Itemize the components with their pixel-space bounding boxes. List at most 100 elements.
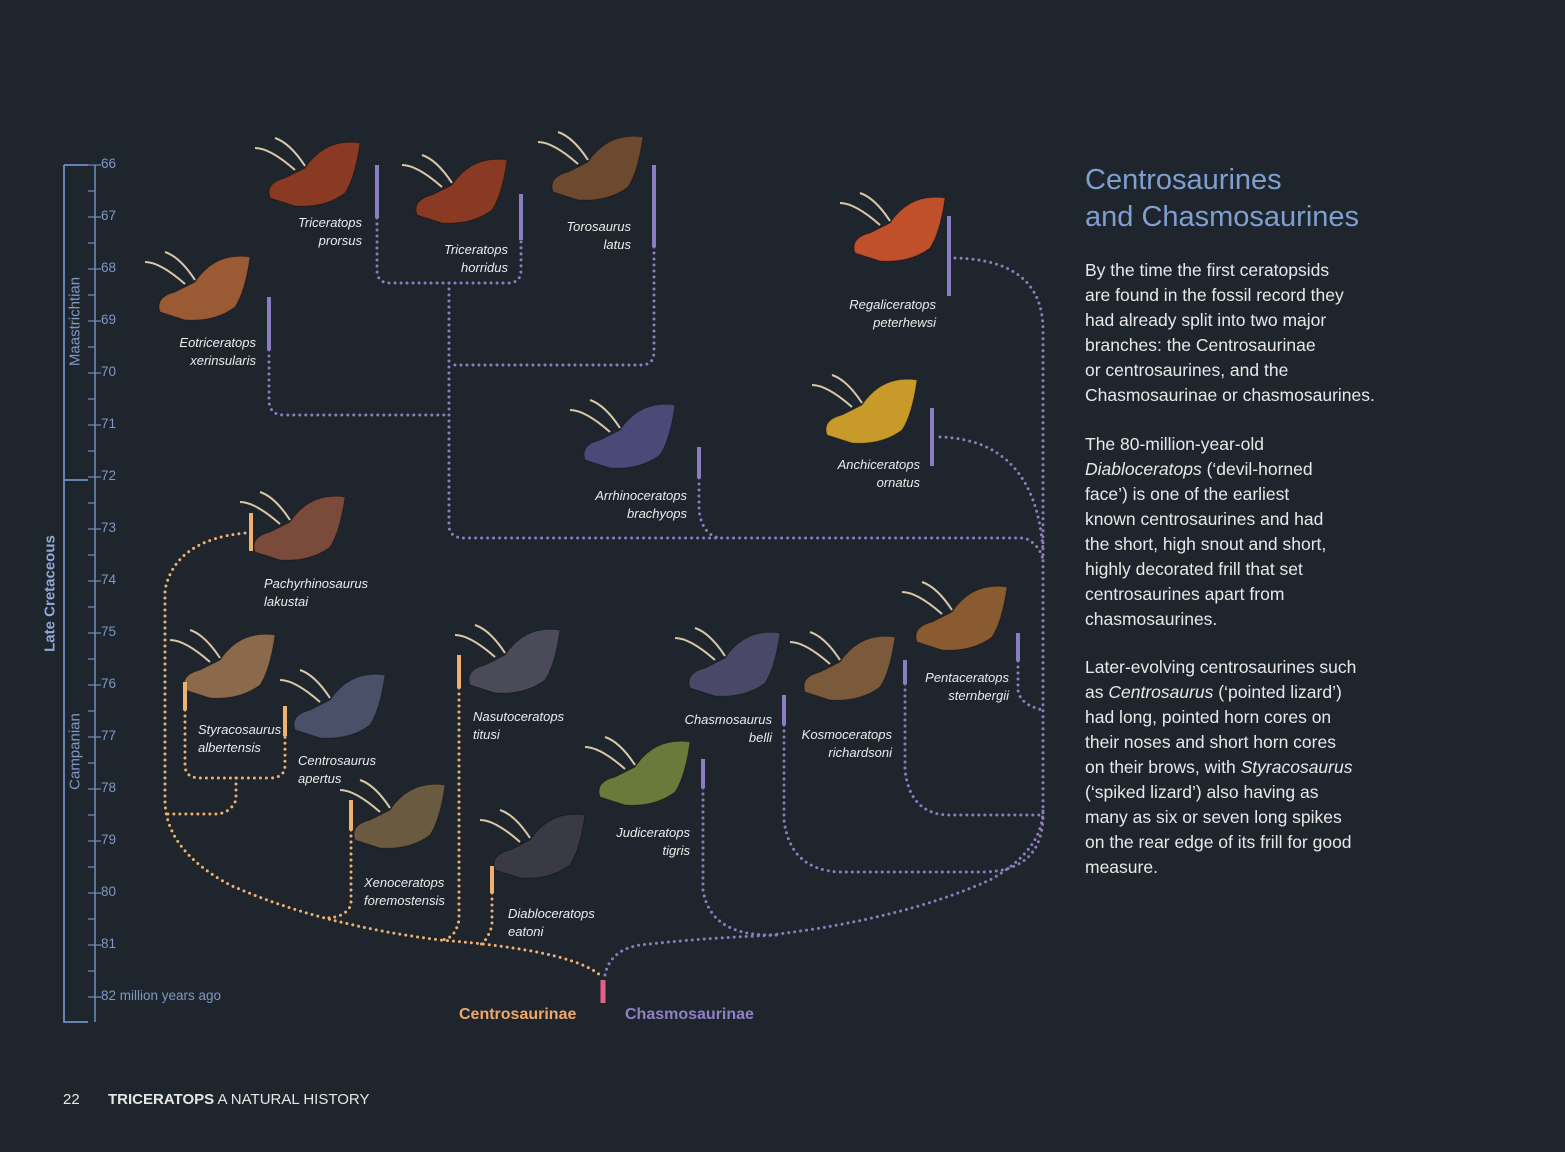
taxon-genus: Triceratops <box>297 215 362 230</box>
centrosaurine-branch <box>163 531 602 977</box>
text: on the rear edge of its frill for good <box>1085 832 1352 852</box>
text: or centrosaurines, and the <box>1085 360 1289 380</box>
kosmoceratops-head-image <box>789 631 896 701</box>
taxon-genus: Styracosaurus <box>198 722 282 737</box>
era-label: Late Cretaceous <box>41 535 59 652</box>
text: the short, high snout and short, <box>1085 534 1327 554</box>
paragraph-line: are found in the fossil record they <box>1085 283 1375 308</box>
text: highly decorated frill that set <box>1085 559 1303 579</box>
taxon-species: apertus <box>298 771 342 786</box>
axis-tick-label: 77 <box>101 728 117 743</box>
text: known centrosaurines and had <box>1085 509 1324 529</box>
stage-label-maastrichtian: Maastrichtian <box>66 276 84 367</box>
taxon-genus: Torosaurus <box>566 219 631 234</box>
xenoceratops-head-image <box>339 779 446 849</box>
italic-text: Centrosaurus <box>1108 682 1214 702</box>
text: as <box>1085 682 1109 702</box>
axis-tick-label: 82 million years ago <box>101 988 222 1003</box>
axis-tick-label: 78 <box>101 780 117 795</box>
arrhinoceratops-head-image <box>569 399 676 469</box>
text: Later-evolving centrosaurines such <box>1085 657 1357 677</box>
taxon-label: Triceratops prorsus <box>298 214 362 250</box>
centrosaurus-head-image <box>279 669 386 739</box>
paragraph-line: had already split into two major <box>1085 308 1375 333</box>
paragraph-line: (‘spiked lizard’) also having as <box>1085 780 1356 805</box>
paragraph-line: measure. <box>1085 855 1356 880</box>
italic-text: Diabloceratops <box>1085 459 1202 479</box>
paragraph-line: their noses and short horn cores <box>1085 730 1356 755</box>
text: had already split into two major <box>1085 310 1327 330</box>
text: Chasmosaurinae or chasmosaurines. <box>1085 385 1375 405</box>
nasutoceratops-head-image <box>454 624 561 694</box>
taxon-genus: Nasutoceratops <box>473 709 565 724</box>
taxon-species: ornatus <box>876 475 920 490</box>
paragraph-line: as Centrosaurus (‘pointed lizard’) <box>1085 680 1356 705</box>
book-title-rest: A NATURAL HISTORY <box>214 1091 370 1108</box>
taxon-genus: Anchiceratops <box>837 457 920 472</box>
taxon-species: prorsus <box>318 233 362 248</box>
taxon-species: titusi <box>473 727 500 742</box>
chasmosaurine-branch <box>701 786 1045 937</box>
taxon-label: Torosaurus latus <box>566 218 631 254</box>
dinosaur-head-images <box>144 131 1008 879</box>
taxon-genus: Centrosaurus <box>298 753 377 768</box>
text: had long, pointed horn cores on <box>1085 707 1332 727</box>
text: many as six or seven long spikes <box>1085 807 1342 827</box>
taxon-species: foremostensis <box>364 893 445 908</box>
taxon-genus: Diabloceratops <box>508 906 595 921</box>
chasmosaurine-branch <box>447 245 656 367</box>
text: face’) is one of the earliest <box>1085 484 1290 504</box>
judiceratops-head-image <box>584 736 691 806</box>
axis-tick-label: 80 <box>101 884 117 899</box>
taxon-species: albertensis <box>198 740 261 755</box>
article-paragraph: Later-evolving centrosaurines such as Cen… <box>1085 655 1356 880</box>
taxon-label: Nasutoceratops titusi <box>473 708 564 744</box>
taxon-genus: Eotriceratops <box>179 335 256 350</box>
axis-tick-label: 76 <box>101 676 117 691</box>
text: (‘pointed lizard’) <box>1213 682 1342 702</box>
taxon-genus: Xenoceratops <box>364 875 445 890</box>
chasmosaurine-branch <box>267 348 451 417</box>
stage-bracket <box>63 164 88 1023</box>
book-title-bold: TRICERATOPS <box>108 1091 215 1108</box>
taxon-genus: Triceratops <box>443 242 508 257</box>
chasmosaurine-branch <box>1016 659 1045 712</box>
text: The 80-million-year-old <box>1085 434 1264 454</box>
clade-label-centrosaurinae: Centrosaurinae <box>459 1006 577 1023</box>
axis-tick-label: 79 <box>101 832 117 847</box>
paragraph-line: Diabloceratops (‘devil-horned <box>1085 457 1326 482</box>
chasmosaurine-branch <box>938 435 1045 552</box>
taxon-genus: Pachyrhinosaurus <box>264 576 369 591</box>
axis-tick-label: 69 <box>101 312 117 327</box>
axis-tick-label: 74 <box>101 572 117 587</box>
title-line: and Chasmosaurines <box>1085 201 1360 233</box>
eotriceratops-head-image <box>144 251 251 321</box>
time-axis <box>63 164 101 1023</box>
axis-tick-label: 70 <box>101 364 117 379</box>
paragraph-line: branches: the Centrosaurinae <box>1085 333 1375 358</box>
taxon-species: latus <box>603 237 631 252</box>
page-number: 22 <box>63 1091 80 1108</box>
diabloceratops-head-image <box>479 809 586 879</box>
range-bars <box>183 165 1020 1003</box>
axis-tick-label: 67 <box>101 208 117 223</box>
pachyrhinosaurus-head-image <box>239 491 346 561</box>
chasmosaurine-branch <box>697 476 722 540</box>
text: branches: the Centrosaurinae <box>1085 335 1316 355</box>
taxon-species: peterhewsi <box>873 315 936 330</box>
axis-tick-label: 75 <box>101 624 117 639</box>
axis-tick-label: 73 <box>101 520 117 535</box>
italic-text: Styracosaurus <box>1240 757 1353 777</box>
text: are found in the fossil record they <box>1085 285 1344 305</box>
centrosaurine-branch <box>478 891 494 947</box>
taxon-species: richardsoni <box>828 745 892 760</box>
branch-lines <box>163 216 1045 977</box>
axis-tick-label: 71 <box>101 416 117 431</box>
